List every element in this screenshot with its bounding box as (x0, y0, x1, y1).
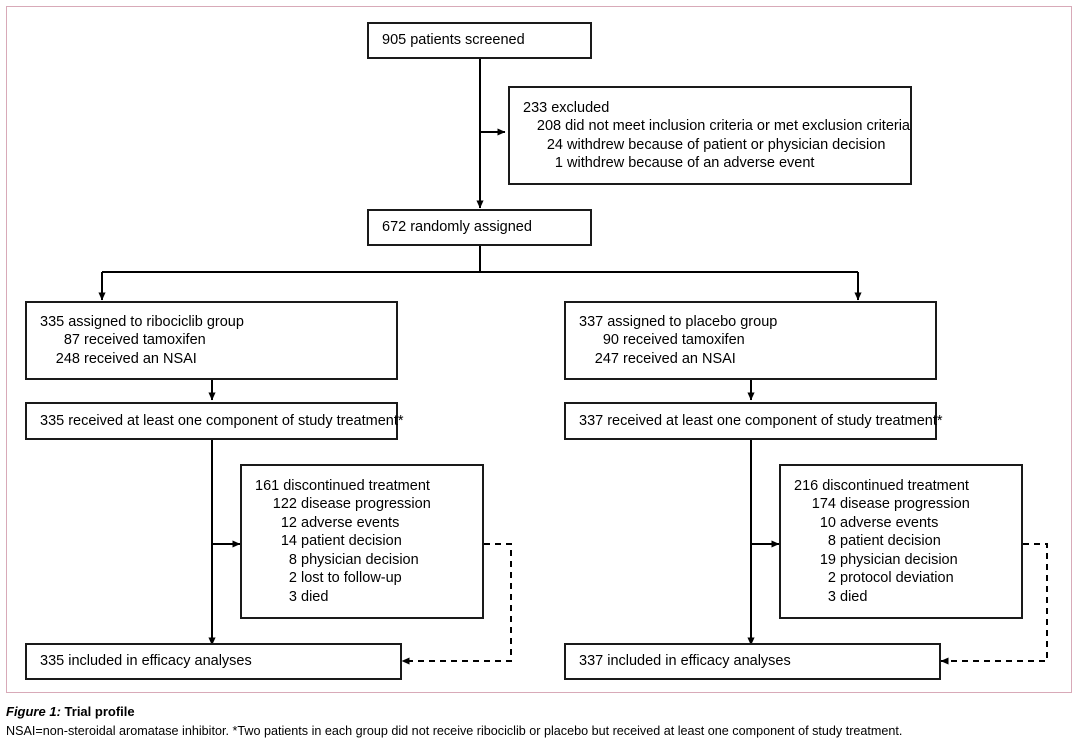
edge-placebo-discontinued-to-efficacy (940, 543, 1048, 665)
node-placebo-received: 337 received at least one component of s… (564, 402, 943, 440)
node-ribociclib-discontinued: 161 discontinued treatment 122 disease p… (240, 464, 484, 619)
node-ribociclib-efficacy-heading: 335 included in efficacy analyses (40, 653, 252, 670)
list-item: 2 protocol deviation (827, 570, 954, 587)
node-excluded: 233 excluded 208 did not meet inclusion … (508, 86, 912, 185)
node-excluded-items: 208 did not meet inclusion criteria or m… (510, 117, 910, 173)
list-item: 247 received an NSAI (594, 350, 736, 367)
node-screened: 905 patients screened (367, 22, 592, 59)
list-item: 8 physician decision (288, 551, 419, 568)
node-placebo-received-heading: 337 received at least one component of s… (579, 412, 943, 429)
caption-body: NSAI=non-steroidal aromatase inhibitor. … (6, 724, 903, 738)
list-item: 12 adverse events (280, 514, 400, 531)
node-placebo-assigned: 337 assigned to placebo group 90 receive… (564, 301, 937, 380)
caption-title-line: Figure 1: Trial profile (6, 703, 1076, 720)
node-ribociclib-assigned-items: 87 received tamoxifen 248 received an NS… (27, 331, 396, 368)
list-item: 2 lost to follow-up (288, 570, 402, 587)
node-placebo-efficacy-heading: 337 included in efficacy analyses (579, 653, 791, 670)
node-ribociclib-discontinued-heading: 161 discontinued treatment (255, 477, 430, 494)
node-randomised-heading: 672 randomly assigned (382, 219, 532, 236)
node-ribociclib-assigned: 335 assigned to ribociclib group 87 rece… (25, 301, 398, 380)
list-item: 24 withdrew because of patient or physic… (546, 136, 886, 153)
node-placebo-discontinued-items: 174 disease progression 10 adverse event… (781, 495, 1021, 606)
list-item: 208 did not meet inclusion criteria or m… (536, 118, 910, 134)
node-excluded-heading: 233 excluded (523, 99, 610, 116)
list-item: 90 received tamoxifen (602, 332, 745, 349)
node-placebo-assigned-heading: 337 assigned to placebo group (579, 313, 778, 330)
node-ribociclib-assigned-heading: 335 assigned to ribociclib group (40, 313, 244, 330)
list-item: 122 disease progression (272, 496, 431, 513)
list-item: 8 patient decision (827, 533, 941, 550)
node-ribociclib-received-heading: 335 received at least one component of s… (40, 412, 404, 429)
list-item: 3 died (827, 588, 868, 605)
figure-label: Figure 1: (6, 704, 61, 719)
list-item: 14 patient decision (280, 533, 402, 550)
figure-caption: Figure 1: Trial profile NSAI=non-steroid… (6, 703, 1076, 739)
list-item: 174 disease progression (811, 496, 970, 513)
list-item: 10 adverse events (819, 514, 939, 531)
node-ribociclib-received: 335 received at least one component of s… (25, 402, 404, 440)
list-item: 1 withdrew because of an adverse event (554, 155, 815, 171)
node-placebo-discontinued: 216 discontinued treatment 174 disease p… (779, 464, 1023, 619)
node-ribociclib-efficacy: 335 included in efficacy analyses (25, 643, 402, 680)
node-ribociclib-discontinued-items: 122 disease progression 12 adverse event… (242, 495, 482, 606)
node-randomised: 672 randomly assigned (367, 209, 592, 246)
list-item: 87 received tamoxifen (63, 332, 206, 349)
node-placebo-discontinued-heading: 216 discontinued treatment (794, 477, 969, 494)
node-placebo-efficacy: 337 included in efficacy analyses (564, 643, 941, 680)
node-screened-heading: 905 patients screened (382, 32, 525, 49)
list-item: 248 received an NSAI (55, 350, 197, 367)
edge-ribociclib-discontinued-to-efficacy (401, 543, 512, 665)
list-item: 3 died (288, 588, 329, 605)
figure-title: Trial profile (64, 704, 135, 719)
list-item: 19 physician decision (819, 551, 958, 568)
node-placebo-assigned-items: 90 received tamoxifen 247 received an NS… (566, 331, 935, 368)
